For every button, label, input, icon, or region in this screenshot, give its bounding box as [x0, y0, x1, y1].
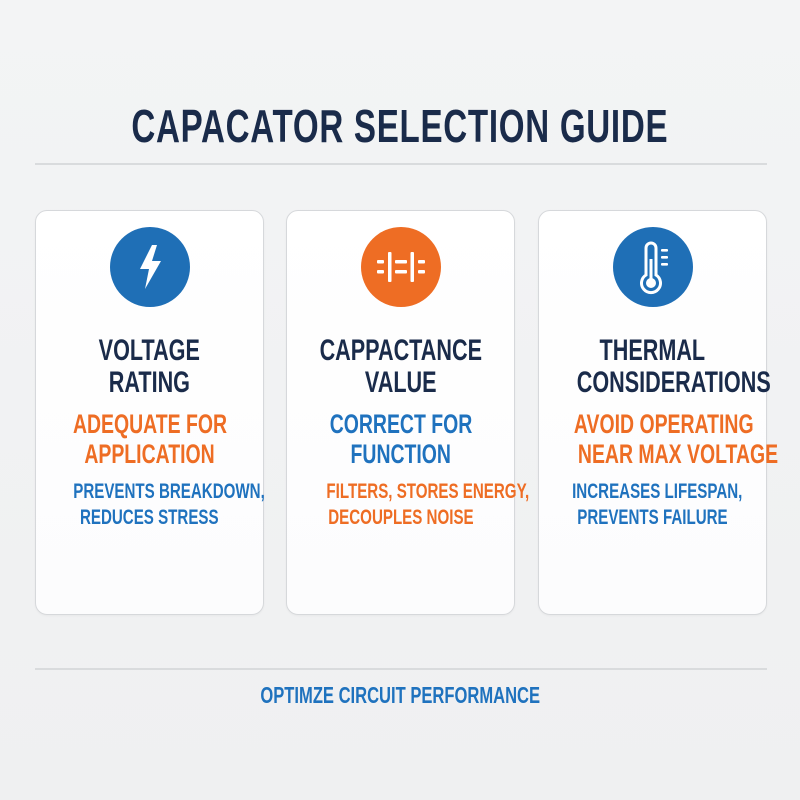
card-heading: VOLTAGE RATING [98, 334, 201, 399]
card-heading: CAPPACTANCE VALUE [319, 334, 482, 399]
thermometer-icon [612, 227, 693, 307]
lightning-bolt-icon [109, 227, 190, 307]
card-thermal-considerations: THERMAL CONSIDERATIONS AVOID OPERATING N… [538, 210, 779, 615]
card-description: INCREASES LIFESPAN, PREVENTS FAILURE [572, 480, 743, 529]
title-container: CAPACATOR SELECTION GUIDE [0, 100, 800, 152]
bottom-divider [35, 668, 767, 670]
card-subheading: CORRECT FOR FUNCTION [329, 409, 472, 469]
card-description: FILTERS, STORES ENERGY, DECOUPLES NOISE [326, 480, 530, 529]
card-heading: THERMAL CONSIDERATIONS [576, 334, 771, 399]
card-voltage-rating: VOLTAGE RATING ADEQUATE FOR APPLICATION … [35, 210, 265, 615]
capacitor-symbol-icon [360, 227, 441, 307]
top-divider [35, 163, 767, 165]
card-subheading: AVOID OPERATING NEAR MAX VOLTAGE [573, 409, 779, 469]
card-subheading: ADEQUATE FOR APPLICATION [72, 409, 227, 469]
page-title: CAPACATOR SELECTION GUIDE [131, 100, 669, 152]
card-description: PREVENTS BREAKDOWN, REDUCES STRESS [73, 480, 265, 529]
footer-container: OPTIMZE CIRCUIT PERFORMANCE [0, 681, 800, 709]
footer-tagline: OPTIMZE CIRCUIT PERFORMANCE [260, 682, 540, 708]
card-capacitance-value: CAPPACTANCE VALUE CORRECT FOR FUNCTION F… [286, 210, 530, 615]
